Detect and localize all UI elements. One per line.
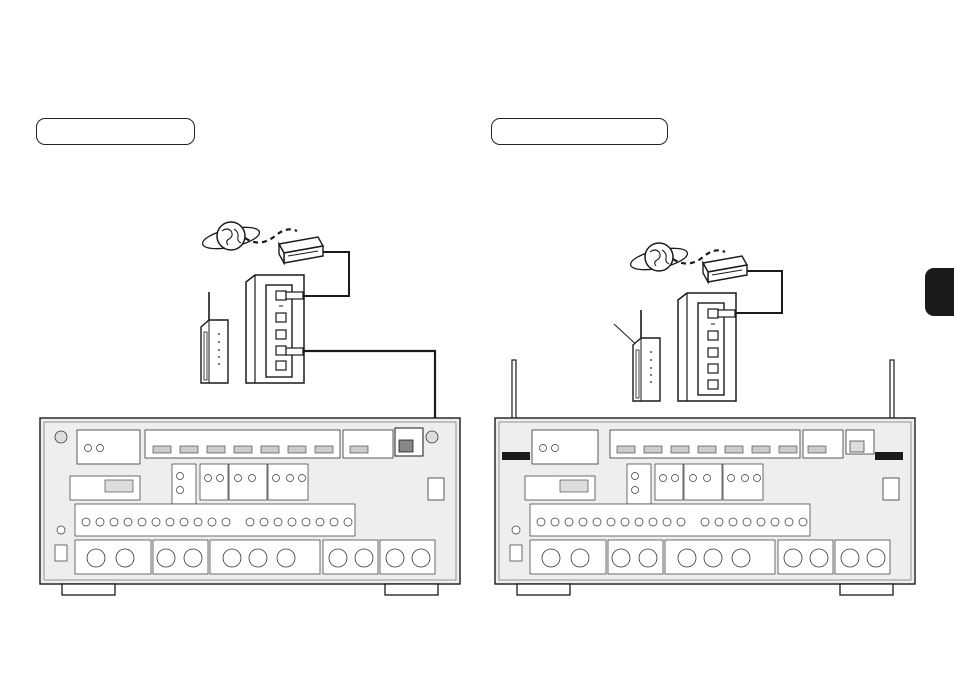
chapter-side-tab	[925, 268, 954, 316]
modem-icon	[277, 236, 325, 266]
right-section-label-box	[491, 118, 668, 145]
left-section-label-box	[36, 118, 195, 145]
left-diagram	[39, 221, 461, 596]
av-receiver-rear-panel	[39, 417, 461, 596]
av-receiver-rear-panel	[494, 417, 916, 596]
internet-globe-icon	[201, 221, 261, 251]
router-icon	[677, 292, 737, 402]
lan-plug-bottom	[285, 347, 304, 356]
access-point-icon	[613, 310, 661, 402]
lan-plug-top	[285, 291, 304, 300]
modem-router-cable	[301, 251, 350, 297]
modem-icon	[701, 255, 749, 285]
router-icon	[245, 274, 305, 384]
internet-globe-icon	[629, 242, 689, 272]
internet-dashed-link	[672, 249, 726, 265]
access-point-icon	[200, 292, 229, 384]
modem-router-cable	[733, 270, 783, 314]
internet-dashed-link	[244, 228, 298, 244]
right-diagram	[494, 242, 916, 596]
